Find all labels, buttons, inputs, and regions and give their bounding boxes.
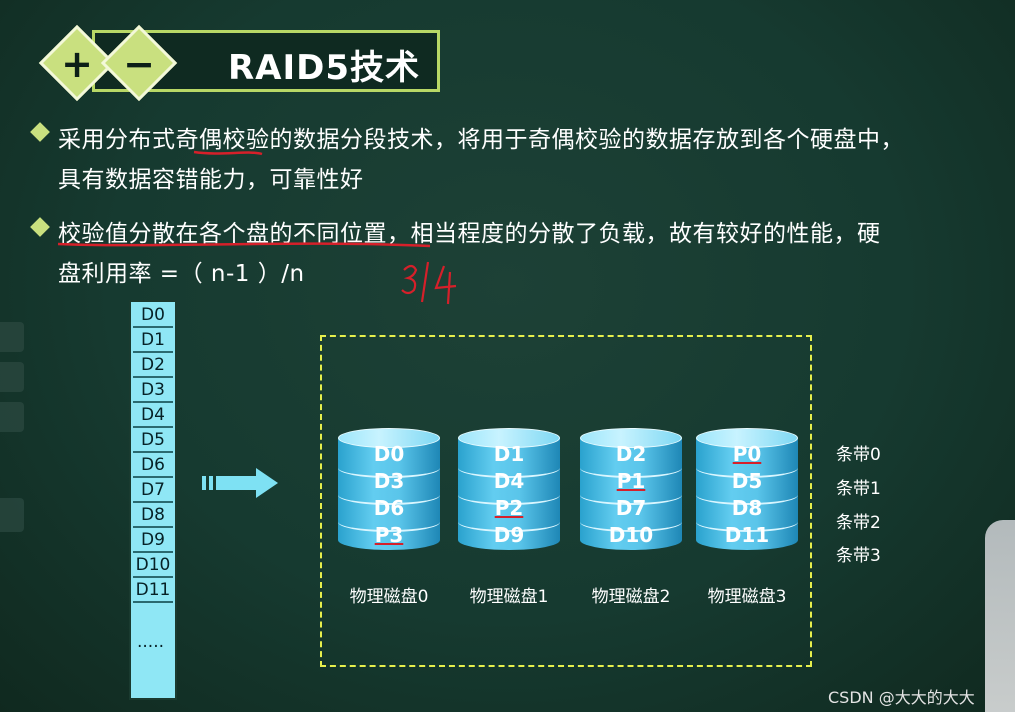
more-blocks-ellipsis: ..... <box>137 632 164 652</box>
data-block-cell: D1 <box>133 329 173 353</box>
handwritten-fraction <box>398 258 468 314</box>
arrow-right-icon <box>200 466 282 502</box>
stripe-label-3: 条带3 <box>836 541 881 566</box>
data-block-cell: D7 <box>133 479 173 503</box>
disk-block: P2 <box>458 496 560 520</box>
disk-label: 物理磁盘3 <box>682 582 812 607</box>
disk-block: D11 <box>696 523 798 547</box>
stripe-label-1: 条带1 <box>836 474 881 499</box>
disk-label: 物理磁盘1 <box>444 582 574 607</box>
data-block-cell: D6 <box>133 454 173 478</box>
disk-label: 物理磁盘0 <box>324 582 454 607</box>
disk-block: D6 <box>338 496 440 520</box>
side-tab[interactable] <box>0 362 24 392</box>
watermark: CSDN @大大的大大 <box>828 684 975 708</box>
data-block-cell: D0 <box>133 304 173 328</box>
disk-block: D8 <box>696 496 798 520</box>
disk-block: P1 <box>580 469 682 493</box>
presenter-hand <box>985 520 1015 712</box>
data-block-cell: D2 <box>133 354 173 378</box>
disk-block: D1 <box>458 442 560 466</box>
side-tab[interactable] <box>0 402 24 432</box>
data-block-cell: D5 <box>133 429 173 453</box>
side-tab[interactable] <box>0 322 24 352</box>
red-underline-annotations <box>0 0 1015 320</box>
disk-block: D0 <box>338 442 440 466</box>
data-block-cell: D8 <box>133 504 173 528</box>
disk-block: D4 <box>458 469 560 493</box>
disk-block: D10 <box>580 523 682 547</box>
disk-block: D2 <box>580 442 682 466</box>
disk-block: P0 <box>696 442 798 466</box>
disk-block: P3 <box>338 523 440 547</box>
data-block-cell: D10 <box>133 554 173 578</box>
disk-block: D9 <box>458 523 560 547</box>
data-block-cell: D3 <box>133 379 173 403</box>
data-block-cell: D11 <box>133 579 173 603</box>
data-block-cell: D4 <box>133 404 173 428</box>
data-block-cell: D9 <box>133 529 173 553</box>
disk-block: D7 <box>580 496 682 520</box>
side-tab[interactable] <box>0 498 24 532</box>
disk-block: D5 <box>696 469 798 493</box>
disk-label: 物理磁盘2 <box>566 582 696 607</box>
stripe-label-0: 条带0 <box>836 440 881 465</box>
stripe-label-2: 条带2 <box>836 508 881 533</box>
disk-block: D3 <box>338 469 440 493</box>
